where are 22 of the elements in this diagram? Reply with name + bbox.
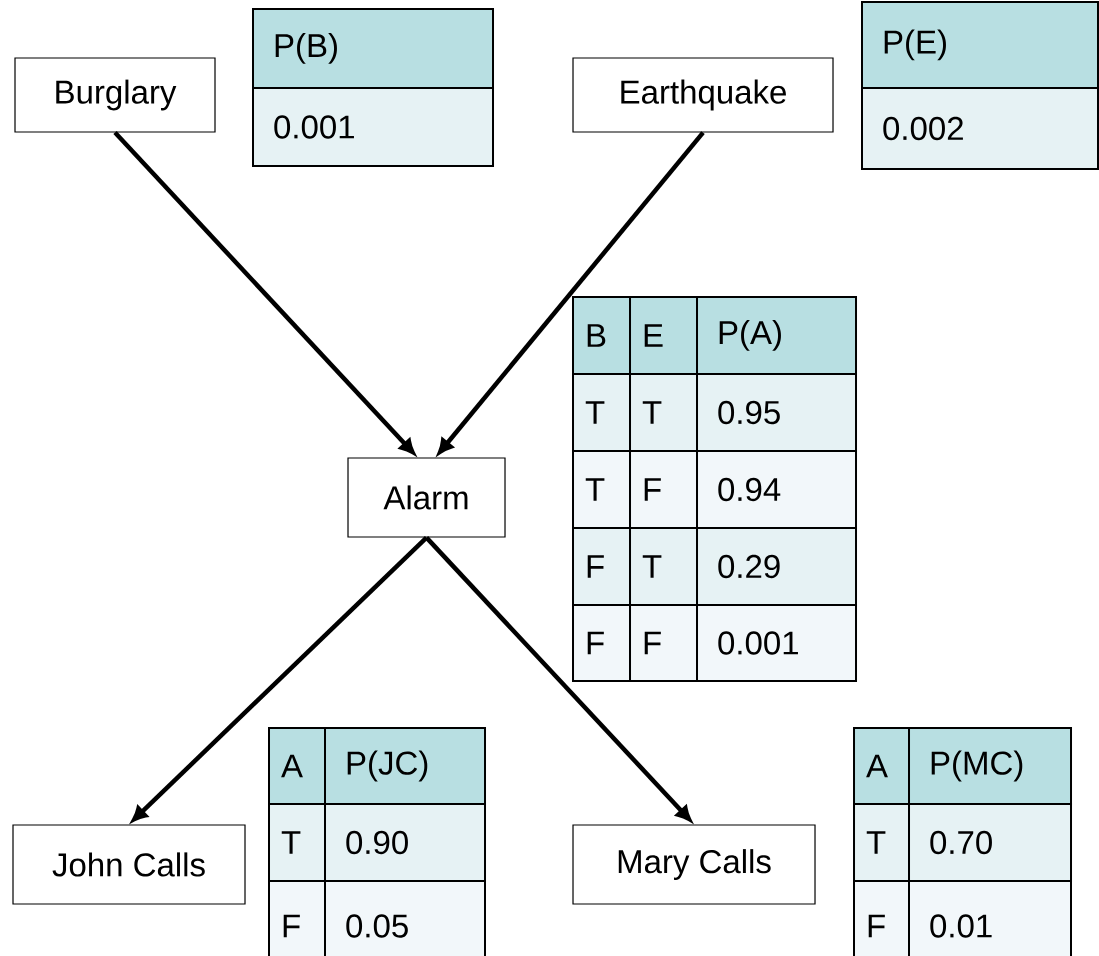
arrow: [424, 536, 692, 822]
node-box: Alarm: [347, 457, 506, 538]
table-cell: F: [853, 880, 910, 956]
table-cell: F: [268, 880, 326, 956]
table-cell: F: [629, 604, 698, 682]
node-box: Earthquake: [572, 57, 834, 133]
table-cell: T: [268, 803, 326, 882]
table-cell: F: [572, 527, 631, 606]
table-cell: P(B): [252, 8, 494, 89]
table-cell: T: [629, 527, 698, 606]
arrow: [113, 131, 415, 455]
node-box: Burglary: [14, 57, 216, 133]
table-cell: P(E): [861, 1, 1099, 89]
node-box: John Calls: [12, 824, 246, 905]
table-cell: T: [853, 803, 910, 882]
table-cell: 0.001: [252, 87, 494, 167]
table-cell: T: [572, 450, 631, 529]
table-cell: F: [629, 450, 698, 529]
node-box: Mary Calls: [572, 824, 816, 905]
table-cell: A: [853, 727, 910, 805]
table-cell: 0.002: [861, 87, 1099, 170]
table-cell: F: [572, 604, 631, 682]
